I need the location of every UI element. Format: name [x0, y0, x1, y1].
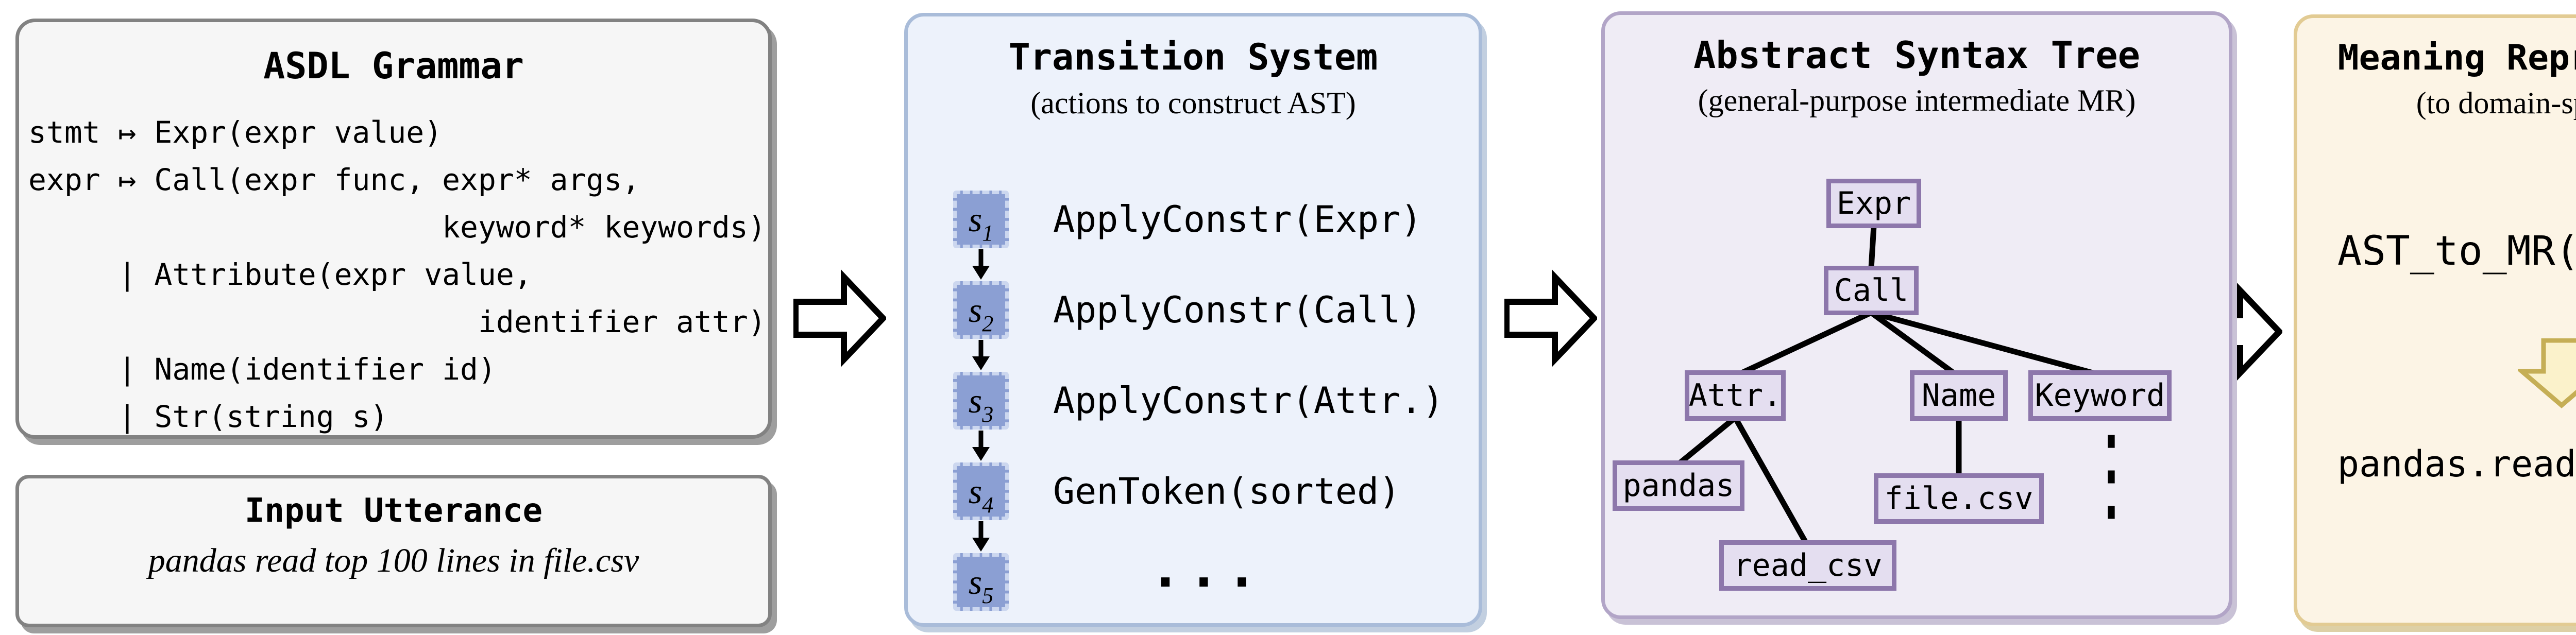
ast-node-name: Name: [1910, 370, 2008, 421]
action-apply-constr-expr: ApplyConstr(Expr): [1053, 198, 1422, 241]
action-continuation-ellipsis: ...: [1150, 538, 1265, 599]
transition-system-title: Transition System: [1008, 36, 1378, 78]
grammar-line-attribute-cont: identifier attr): [28, 304, 766, 339]
ast-node-attr: Attr.: [1685, 370, 1786, 421]
flow-arrow-transition-to-ast-icon: [1504, 269, 1597, 368]
ast-node-keyword: Keyword: [2028, 370, 2172, 421]
code-line-file: file.csv,: [2337, 492, 2576, 547]
meaning-subtitle: (to domain-specific MR): [2416, 86, 2576, 120]
state-label: s1: [968, 199, 994, 246]
state-badge-s4: s4: [953, 462, 1009, 520]
transition-system-panel: Transition System (actions to construct …: [904, 13, 1482, 627]
grammar-line-attribute: | Attribute(expr value,: [28, 257, 532, 292]
grammar-line-stmt: stmt ↦ Expr(expr value): [28, 115, 443, 150]
state-badge-s1: s1: [953, 191, 1009, 248]
transition-system-subtitle: (actions to construct AST): [1030, 86, 1356, 120]
state-label: s3: [968, 381, 994, 427]
state-badge-s5: s5: [953, 553, 1009, 611]
grammar-rules: stmt ↦ Expr(expr value) expr ↦ Call(expr…: [28, 109, 766, 440]
ast-node-file-csv: file.csv: [1874, 473, 2044, 524]
ast-title: Abstract Syntax Tree: [1693, 33, 2140, 77]
utterance-text: pandas read top 100 lines in file.csv: [148, 542, 639, 579]
grammar-line-expr-call: expr ↦ Call(expr func, expr* args,: [28, 162, 640, 197]
state-transition-arrow-icon: [972, 431, 990, 461]
keyword-children-ellipsis: ⋮: [2078, 413, 2145, 534]
grammar-line-str: | Str(string s): [28, 399, 388, 434]
grammar-line-name: | Name(identifier id): [28, 352, 496, 387]
ast-node-read-csv: read_csv: [1719, 540, 1896, 591]
code-line-nrows: nrows=100): [2337, 547, 2576, 603]
asdl-grammar-title: ASDL Grammar: [263, 45, 524, 87]
ast-subtitle: (general-purpose intermediate MR): [1698, 83, 2136, 117]
code-line-call: pandas.read_csv(: [2337, 443, 2576, 485]
abstract-syntax-tree-panel: Abstract Syntax Tree (general-purpose in…: [1601, 11, 2232, 619]
state-badge-s3: s3: [953, 372, 1009, 430]
state-badge-s2: s2: [953, 281, 1009, 339]
meaning-representation-panel: Meaning Representation (to domain-specif…: [2294, 14, 2576, 626]
state-label: s5: [968, 562, 994, 608]
state-transition-arrow-icon: [972, 249, 990, 280]
ast-node-expr: Expr: [1826, 179, 1921, 228]
convert-down-arrow-icon: [2518, 338, 2576, 408]
input-utterance-title: Input Utterance: [245, 492, 543, 530]
ast-to-mr-call-prefix: AST_to_MR(: [2337, 228, 2576, 274]
state-label: s4: [968, 471, 994, 518]
ast-node-pandas: pandas: [1613, 460, 1744, 511]
state-transition-arrow-icon: [972, 521, 990, 552]
input-utterance-panel: Input Utterance pandas read top 100 line…: [15, 475, 772, 627]
domain-specific-code: pandas.read_csv( file.csv, nrows=100): [2337, 436, 2576, 603]
action-gen-token-sorted: GenToken(sorted): [1053, 470, 1401, 512]
asdl-grammar-panel: ASDL Grammar stmt ↦ Expr(expr value) exp…: [15, 19, 772, 439]
flow-arrow-grammar-to-transition-icon: [793, 269, 886, 368]
grammar-line-call-cont: keyword* keywords): [28, 210, 766, 245]
state-label: s2: [968, 290, 994, 336]
ast-node-call: Call: [1824, 266, 1919, 315]
action-apply-constr-attr: ApplyConstr(Attr.): [1053, 380, 1444, 422]
action-apply-constr-call: ApplyConstr(Call): [1053, 289, 1422, 331]
state-transition-arrow-icon: [972, 340, 990, 370]
ast-edges: [1676, 226, 2099, 546]
meaning-title: Meaning Representation: [2337, 38, 2576, 78]
